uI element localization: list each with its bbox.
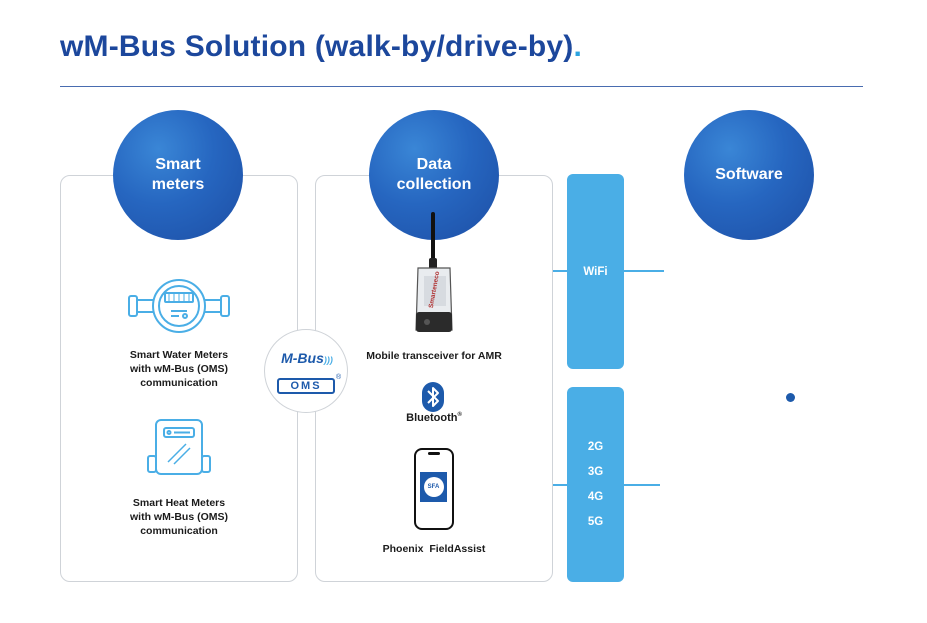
sfa-app-badge: SFA (423, 477, 444, 497)
water-meter-icon (127, 278, 231, 334)
mbus-text: M-Bus (281, 350, 324, 366)
heat-meter-caption: Smart Heat Meters with wM-Bus (OMS) comm… (98, 496, 260, 538)
registered-icon: ® (336, 374, 342, 381)
cellular-2g-label: 2G (587, 441, 604, 453)
page-title-text: wM-Bus Solution (walk-by/drive-by) (60, 30, 574, 63)
mbus-wave-icon: ))) (323, 355, 333, 365)
data-collection-label-1: Data (416, 156, 452, 173)
water-meter-caption: Smart Water Meters with wM-Bus (OMS) com… (98, 348, 260, 390)
bluetooth-registered-icon: ® (457, 412, 462, 418)
decorative-dot (786, 393, 795, 402)
bluetooth-icon (422, 382, 444, 412)
smart-meters-label-1: Smart (155, 156, 201, 173)
heat-meter-line-1: Smart Heat Meters (132, 497, 226, 509)
phone-notch (428, 452, 440, 455)
smart-meters-circle: Smart meters (113, 110, 243, 240)
sfa-app-text: SFA (427, 484, 440, 490)
heat-meter-line-2: with wM-Bus (OMS) (130, 511, 228, 523)
bluetooth-wordmark: Bluetooth® (398, 412, 470, 424)
app-caption: Phoenix FieldAssist (382, 543, 486, 555)
water-meter-line-2: with wM-Bus (OMS) (130, 363, 228, 375)
transceiver-caption: Mobile transceiver for AMR (366, 350, 502, 362)
cellular-5g-label: 5G (587, 516, 604, 528)
cellular-bar (567, 387, 624, 582)
water-meter-line-3: communication (140, 377, 218, 389)
heat-meter-icon (146, 418, 212, 480)
oms-text: OMS (290, 380, 322, 392)
oms-logo: OMS (277, 378, 335, 394)
heat-meter-line-3: communication (140, 525, 218, 537)
cellular-4g-label: 4G (587, 491, 604, 503)
wifi-label: WiFi (583, 266, 608, 278)
smartphone-icon: SFA (414, 448, 454, 530)
mbus-logo: M-Bus))) (275, 350, 339, 370)
mbus-oms-badge: M-Bus))) OMS ® (264, 329, 348, 413)
sfa-app-icon: SFA (420, 472, 447, 502)
software-label: Software (715, 166, 783, 183)
smart-meters-label-2: meters (151, 176, 205, 193)
data-collection-label-2: collection (396, 176, 472, 193)
data-collection-circle: Data collection (369, 110, 499, 240)
cellular-3g-label: 3G (587, 466, 604, 478)
smart-meters-panel (60, 175, 298, 582)
bluetooth-text: Bluetooth (406, 412, 458, 424)
transceiver-device-icon (412, 212, 456, 334)
wifi-connector-right (624, 270, 664, 272)
wifi-bar (567, 174, 624, 369)
cellular-connector-right (624, 484, 660, 486)
water-meter-line-1: Smart Water Meters (129, 349, 229, 361)
title-dot: . (573, 30, 583, 63)
cellular-connector-left (553, 484, 567, 486)
page-title: wM-Bus Solution (walk-by/drive-by). (60, 30, 582, 64)
software-circle: Software (684, 110, 814, 240)
wifi-connector-left (553, 270, 567, 272)
title-divider (60, 86, 863, 87)
